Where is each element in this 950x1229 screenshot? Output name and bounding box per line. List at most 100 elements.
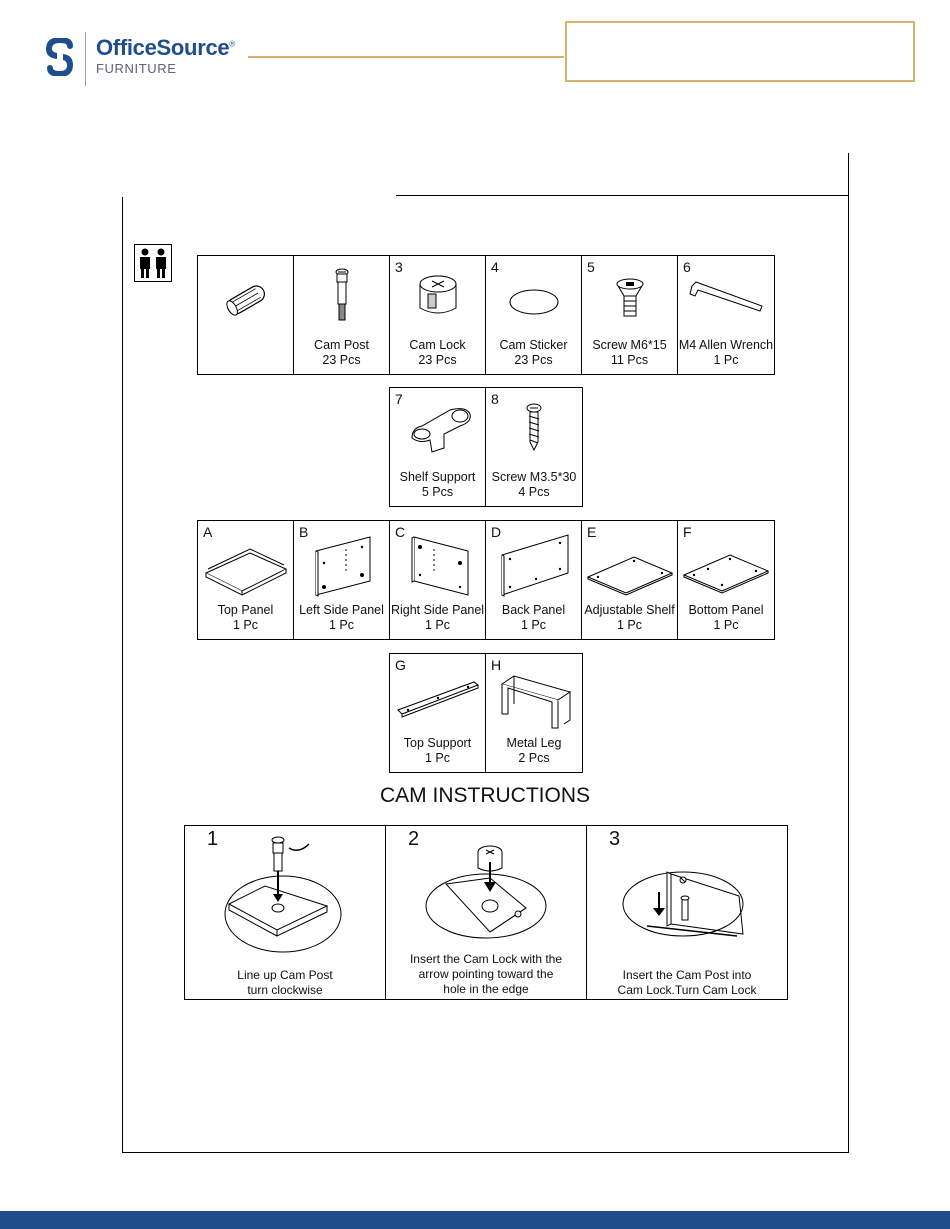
panels-grid-row-2: G Top Support 1 Pc H Metal Leg 2 Pcs [389,653,583,773]
part-quantity: 1 Pc [232,618,258,632]
cam-post-icon [335,268,349,321]
part-number: 8 [491,391,499,407]
frame-top-line [396,195,848,196]
step-text: hole in the edge [443,982,529,996]
step-number: 3 [609,828,621,850]
header-rule [248,56,564,58]
frame-right-line [848,153,849,1153]
frame-left-line [122,197,123,1153]
cam-lock-insert-illustration [425,845,547,939]
part-letter: D [491,524,502,540]
panel-cell: H Metal Leg 2 Pcs [486,654,582,772]
hardware-cell: 6 M4 Allen Wrench 1 Pc [678,256,774,374]
panel-cell: F Bottom Panel 1 Pc [678,521,774,639]
part-letter: A [203,524,213,540]
part-name: Cam Sticker [499,338,568,352]
part-quantity: 1 Pc [520,618,546,632]
panel-cell: C Right Side Panel 1 Pc [390,521,486,639]
part-name: Screw M3.5*30 [491,470,577,484]
screw-m6-icon [616,278,644,317]
part-name: Top Support [403,736,472,750]
part-letter: F [683,524,692,540]
cam-post-insert-illustration [224,836,342,953]
part-number: 3 [395,259,403,275]
part-name: Cam Post [314,338,369,352]
part-quantity: 11 Pcs [610,353,649,367]
hardware-grid-row-2: 7 Shelf Support 5 Pcs 8 Screw M3.5*30 4 … [389,387,583,507]
part-name: Back Panel [501,603,566,617]
part-name: Top Panel [217,603,274,617]
hardware-cell: 7 Shelf Support 5 Pcs [390,388,486,506]
panels-grid-row-1: A Top Panel 1 Pc B Left Side Panel 1 Pc … [197,520,775,640]
brand-name: OfficeSource® [96,35,235,60]
panel-cell: D Back Panel 1 Pc [486,521,582,639]
step-text: arrow pointing toward the [418,967,554,981]
panel-cell: E Adjustable Shelf 1 Pc [582,521,678,639]
cam-lock-icon [419,275,457,314]
part-name: M4 Allen Wrench [678,338,774,352]
panel-cell: G Top Support 1 Pc [390,654,486,772]
step-text: Cam Lock.Turn Cam Lock [617,983,757,997]
allen-wrench-icon [689,281,763,312]
hardware-cell: 5 Screw M6*15 11 Pcs [582,256,678,374]
right-side-panel-icon [411,536,469,596]
cam-sticker-icon [509,289,559,315]
step-text: Insert the Cam Post into [622,968,752,982]
cam-instructions-panel: 1 Line up Cam Post turn clockwise 2 Inse… [184,825,788,1000]
brand-subtitle: FURNITURE [96,61,177,76]
frame-bottom-line [122,1152,849,1153]
cam-step-3: 3 Insert the Cam Post into Cam Lock.Turn… [587,826,787,999]
hardware-cell: Cam Post 23 Pcs [294,256,390,374]
step-text: Insert the Cam Lock with the [409,952,563,966]
step-text: Line up Cam Post [237,968,333,982]
part-letter: E [587,524,597,540]
part-letter: B [299,524,309,540]
part-quantity: 23 Pcs [514,353,553,367]
cam-step-2: 2 Insert the Cam Lock with the arrow poi… [386,826,587,999]
top-panel-icon [204,548,288,596]
part-quantity: 23 Pcs [418,353,457,367]
part-quantity: 1 Pc [328,618,354,632]
shelf-support-icon [411,408,471,453]
header-box [565,21,915,82]
hardware-cell: 3 Cam Lock 23 Pcs [390,256,486,374]
part-letter: G [395,657,406,673]
part-name: Right Side Panel [390,603,485,617]
part-quantity: 1 Pc [713,618,739,632]
hardware-cell: 8 Screw M3.5*30 4 Pcs [486,388,582,506]
hardware-cell: 4 Cam Sticker 23 Pcs [486,256,582,374]
part-name: Screw M6*15 [592,338,667,352]
part-name: Cam Lock [409,338,466,352]
part-quantity: 2 Pcs [518,751,550,765]
part-name: Metal Leg [506,736,562,750]
cam-step-1: 1 Line up Cam Post turn clockwise [185,826,386,999]
part-number: 6 [683,259,691,275]
part-quantity: 4 Pcs [518,485,550,499]
part-number: 4 [491,259,499,275]
panel-cell: A Top Panel 1 Pc [198,521,294,639]
part-number: 5 [587,259,595,275]
cam-lock-turn-illustration [622,871,744,937]
step-text: turn clockwise [247,983,323,997]
part-name: Shelf Support [399,470,476,484]
adjustable-shelf-icon [586,556,674,596]
part-quantity: 1 Pc [713,353,739,367]
part-letter: H [491,657,502,673]
hardware-grid-row-1: Cam Post 23 Pcs 3 Cam Lock 23 Pcs 4 Cam … [197,255,775,375]
officesource-logo-mark [45,38,74,76]
part-quantity: 5 Pcs [421,485,454,499]
step-number: 1 [207,828,219,850]
hardware-cell [198,256,294,374]
left-side-panel-icon [315,536,371,597]
logo-divider [85,32,86,86]
part-name: Bottom Panel [688,603,764,617]
part-letter: C [395,524,406,540]
top-support-icon [397,681,480,718]
metal-leg-icon [500,675,572,729]
step-number: 2 [408,828,420,850]
panel-cell: B Left Side Panel 1 Pc [294,521,390,639]
part-quantity: 1 Pc [424,618,450,632]
wood-dowel-icon [226,285,265,316]
back-panel-icon [501,534,569,597]
footer-bar [0,1211,950,1229]
